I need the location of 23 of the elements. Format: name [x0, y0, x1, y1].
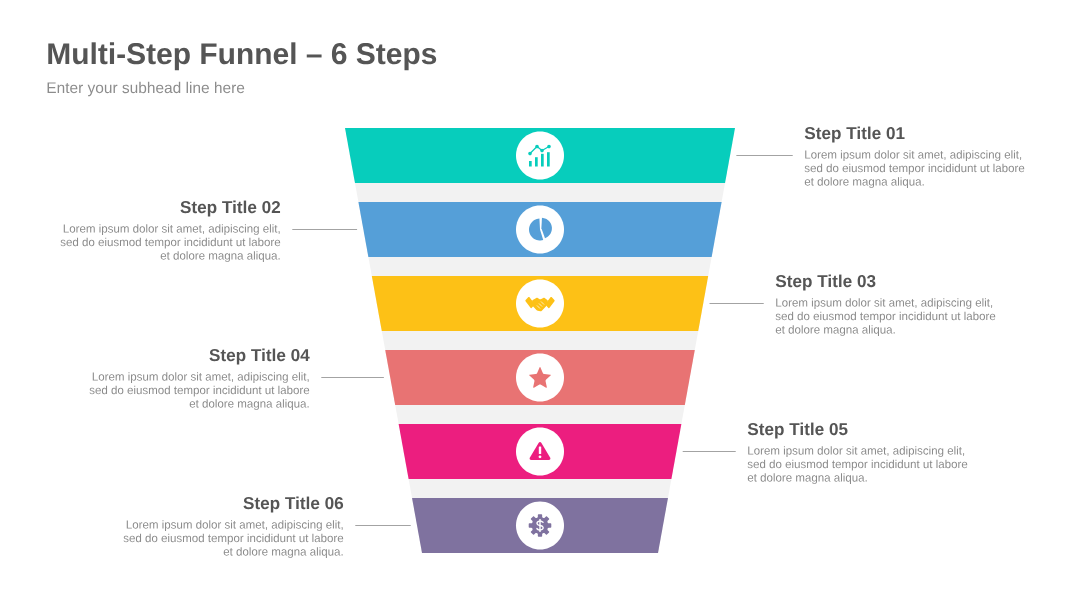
step-description: Lorem ipsum dolor sit amet, adipiscing elit, sed do eiusmod tempor incididunt ut labore et dolore magna aliqua.	[89, 372, 310, 410]
step-description: Lorem ipsum dolor sit amet, adipiscing elit, sed do eiusmod tempor incididunt ut labore et dolore magna aliqua.	[775, 298, 996, 336]
funnel-segment	[371, 276, 709, 331]
step-description: Lorem ipsum dolor sit amet, adipiscing elit, sed do eiusmod tempor incididunt ut labore et dolore magna aliqua.	[804, 150, 1025, 188]
subtitle: Enter your subhead line here	[47, 81, 245, 97]
step-description: Lorem ipsum dolor sit amet, adipiscing elit, sed do eiusmod tempor incididunt ut labore et dolore magna aliqua.	[123, 520, 344, 558]
funnel-segment	[358, 202, 722, 257]
step-title: Step Title 01	[804, 126, 905, 143]
step-title: Step Title 03	[775, 274, 876, 291]
leader-line	[291, 229, 358, 231]
step-title: Step Title 06	[243, 496, 344, 513]
step-description: Lorem ipsum dolor sit amet, adipiscing elit, sed do eiusmod tempor incididunt ut labore et dolore magna aliqua.	[747, 446, 968, 484]
funnel-segment	[345, 128, 735, 183]
step-description: Lorem ipsum dolor sit amet, adipiscing elit, sed do eiusmod tempor incididunt ut labore et dolore magna aliqua.	[60, 224, 281, 262]
leader-line	[354, 525, 412, 527]
title: Multi-Step Funnel – 6 Steps	[48, 42, 437, 71]
step-title: Step Title 05	[747, 422, 848, 439]
leader-line	[735, 155, 794, 157]
leader-line	[320, 377, 385, 379]
step-title: Step Title 02	[180, 200, 281, 217]
leader-line	[682, 451, 737, 453]
leader-line	[709, 303, 765, 305]
step-title: Step Title 04	[209, 348, 310, 365]
